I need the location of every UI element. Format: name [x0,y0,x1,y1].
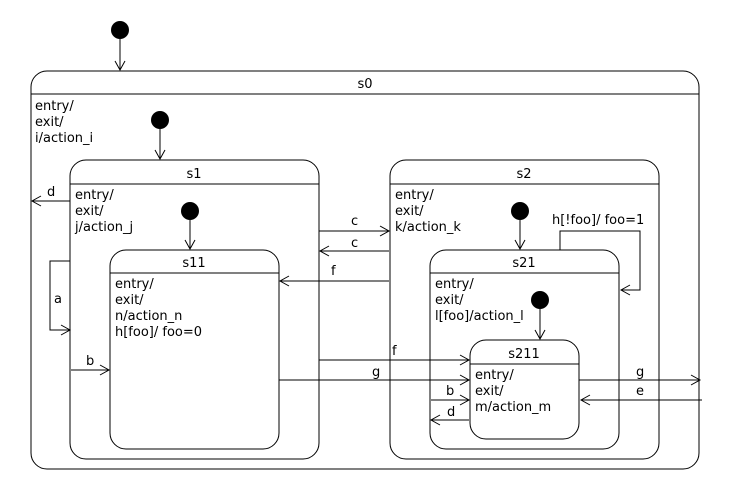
transition-h-s21[interactable]: h[!foo]/ foo=1 [552,213,644,296]
transition-c-s1-s2-label: c [351,214,358,229]
transition-g-out-label: g [636,365,644,380]
state-s11[interactable]: s11 entry/ exit/ n/action_n h[foo]/ foo=… [109,249,280,450]
transition-g-s11-s211[interactable]: g [279,365,471,386]
state-s2-action-internal: k/action_k [395,220,461,235]
transition-b-s11-label: b [86,354,94,369]
state-s211[interactable]: s211 entry/ exit/ m/action_m [469,339,580,440]
state-s0-action-entry: entry/ [35,99,74,114]
transition-b-s11[interactable]: b [71,354,111,376]
transition-a-s1-label: a [54,292,62,307]
state-s211-action-internal: m/action_m [475,400,551,415]
state-s2-name: s2 [516,167,531,182]
state-s211-name: s211 [508,347,540,362]
state-s1-name: s1 [186,167,201,182]
state-s1-action-entry: entry/ [75,188,114,203]
state-s0-action-exit: exit/ [35,115,64,130]
state-s2-action-exit: exit/ [395,204,424,219]
transition-b-s211[interactable]: b [431,384,471,406]
transition-e-in-label: e [636,384,644,399]
state-s21-action-internal: l[foo]/action_l [435,309,524,324]
state-s21-action-entry: entry/ [435,277,474,292]
initial-s11 [181,202,199,251]
transition-h-s21-label: h[!foo]/ foo=1 [552,213,644,228]
transition-c-s2-s1-label: c [351,236,358,251]
transition-g-out[interactable]: g [579,365,702,386]
initial-s1 [151,111,169,161]
state-s21-action-exit: exit/ [435,293,464,308]
state-s21-name: s21 [512,256,535,271]
transition-f-s2-s11[interactable]: f [278,264,389,287]
state-s211-action-exit: exit/ [475,384,504,399]
state-s11-action-h: h[foo]/ foo=0 [115,325,202,340]
state-s11-action-entry: entry/ [115,277,154,292]
initial-s2 [511,202,529,251]
transition-f-s1-s211-label: f [392,344,397,359]
transition-d-s211-label: d [447,405,455,420]
transition-g-s11-s211-label: g [372,365,380,380]
transition-a-s1[interactable]: a [49,260,72,336]
state-s0-name: s0 [357,77,372,92]
state-s11-name: s11 [182,256,205,271]
initial-s21 [531,291,549,341]
state-s211-action-entry: entry/ [475,368,514,383]
transition-f-s2-s11-label: f [331,264,336,279]
state-s1-action-exit: exit/ [75,204,104,219]
initial-s0 [111,21,129,72]
transition-c-s2-s1[interactable]: c [318,236,389,257]
state-s11-action-n: n/action_n [115,309,182,324]
state-s2-action-entry: entry/ [395,188,434,203]
state-s1-action-internal: j/action_j [74,220,133,235]
transition-b-s211-label: b [446,384,454,399]
transition-d-s1-label: d [47,185,55,200]
state-s0-action-internal: i/action_i [35,131,93,146]
transition-d-s211[interactable]: d [429,405,469,426]
transition-e-in[interactable]: e [579,384,702,406]
transition-d-s1[interactable]: d [30,185,70,207]
transition-c-s1-s2[interactable]: c [319,214,391,237]
transition-f-s1-s211[interactable]: f [319,344,471,366]
state-s11-action-exit: exit/ [115,293,144,308]
